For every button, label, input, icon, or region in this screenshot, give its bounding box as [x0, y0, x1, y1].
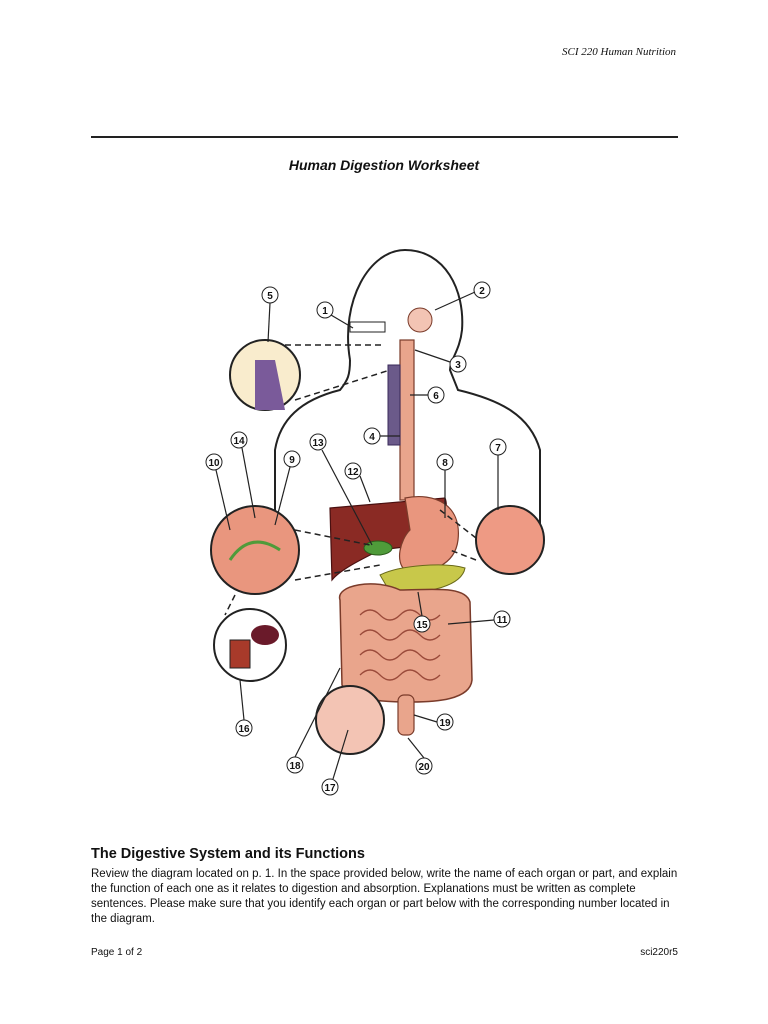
trachea	[387, 364, 401, 446]
worksheet-title: Human Digestion Worksheet	[288, 157, 480, 173]
svg-text:17: 17	[324, 783, 336, 794]
svg-text:20: 20	[418, 762, 430, 773]
salivary-gland	[407, 307, 433, 333]
svg-text:15: 15	[416, 620, 428, 631]
label-3: 3	[449, 355, 467, 373]
label-20: 20	[415, 757, 433, 775]
svg-text:9: 9	[289, 455, 295, 466]
label-8: 8	[436, 453, 454, 471]
label-7: 7	[489, 438, 507, 456]
svg-text:2: 2	[479, 286, 485, 297]
label-9: 9	[283, 450, 301, 468]
svg-text:11: 11	[497, 615, 508, 626]
body-outline	[274, 248, 541, 530]
label-2: 2	[473, 281, 491, 299]
teeth	[349, 321, 386, 333]
instructions-paragraph: Review the diagram located on p. 1. In t…	[91, 868, 678, 925]
svg-text:4: 4	[369, 432, 375, 443]
section-title: The Digestive System and its Functions	[91, 846, 365, 862]
svg-text:5: 5	[267, 291, 273, 302]
stomach-detail-circle	[475, 505, 545, 575]
svg-text:13: 13	[312, 438, 324, 449]
svg-text:6: 6	[433, 391, 439, 402]
label-6: 6	[427, 386, 445, 404]
document-code: sci220r5	[640, 947, 678, 958]
svg-text:1: 1	[322, 306, 328, 317]
label-11: 11	[493, 610, 511, 628]
esophagus	[399, 339, 415, 501]
label-14: 14	[230, 431, 248, 449]
svg-text:8: 8	[442, 458, 448, 469]
label-17: 17	[321, 778, 339, 796]
label-10: 10	[205, 453, 223, 471]
svg-text:7: 7	[495, 443, 501, 454]
svg-text:16: 16	[238, 724, 250, 735]
label-12: 12	[344, 462, 362, 480]
label-13: 13	[309, 433, 327, 451]
svg-text:3: 3	[455, 360, 461, 371]
svg-text:14: 14	[233, 436, 245, 447]
label-4: 4	[363, 427, 381, 445]
digestive-system-diagram: 1 2 3 4 5 6 7 8 9 10 11 12 13 14 15 16 1…	[205, 248, 545, 796]
svg-text:18: 18	[289, 761, 301, 772]
rectum	[397, 694, 415, 736]
gallbladder	[363, 540, 393, 556]
small-intestine	[359, 609, 441, 681]
label-1: 1	[316, 301, 334, 319]
label-19: 19	[436, 713, 454, 731]
large-intestine	[339, 583, 473, 703]
colon-detail-circle	[315, 685, 385, 755]
label-5: 5	[261, 286, 279, 304]
svg-text:10: 10	[208, 458, 220, 469]
course-header: SCI 220 Human Nutrition	[562, 46, 676, 58]
label-15: 15	[413, 615, 431, 633]
stomach	[398, 496, 459, 572]
label-18: 18	[286, 756, 304, 774]
liver-detail-circle	[210, 505, 300, 595]
svg-text:19: 19	[439, 718, 451, 729]
header-rule	[91, 136, 678, 138]
svg-text:12: 12	[347, 467, 359, 478]
page-number: Page 1 of 2	[91, 947, 143, 958]
label-16: 16	[235, 719, 253, 737]
